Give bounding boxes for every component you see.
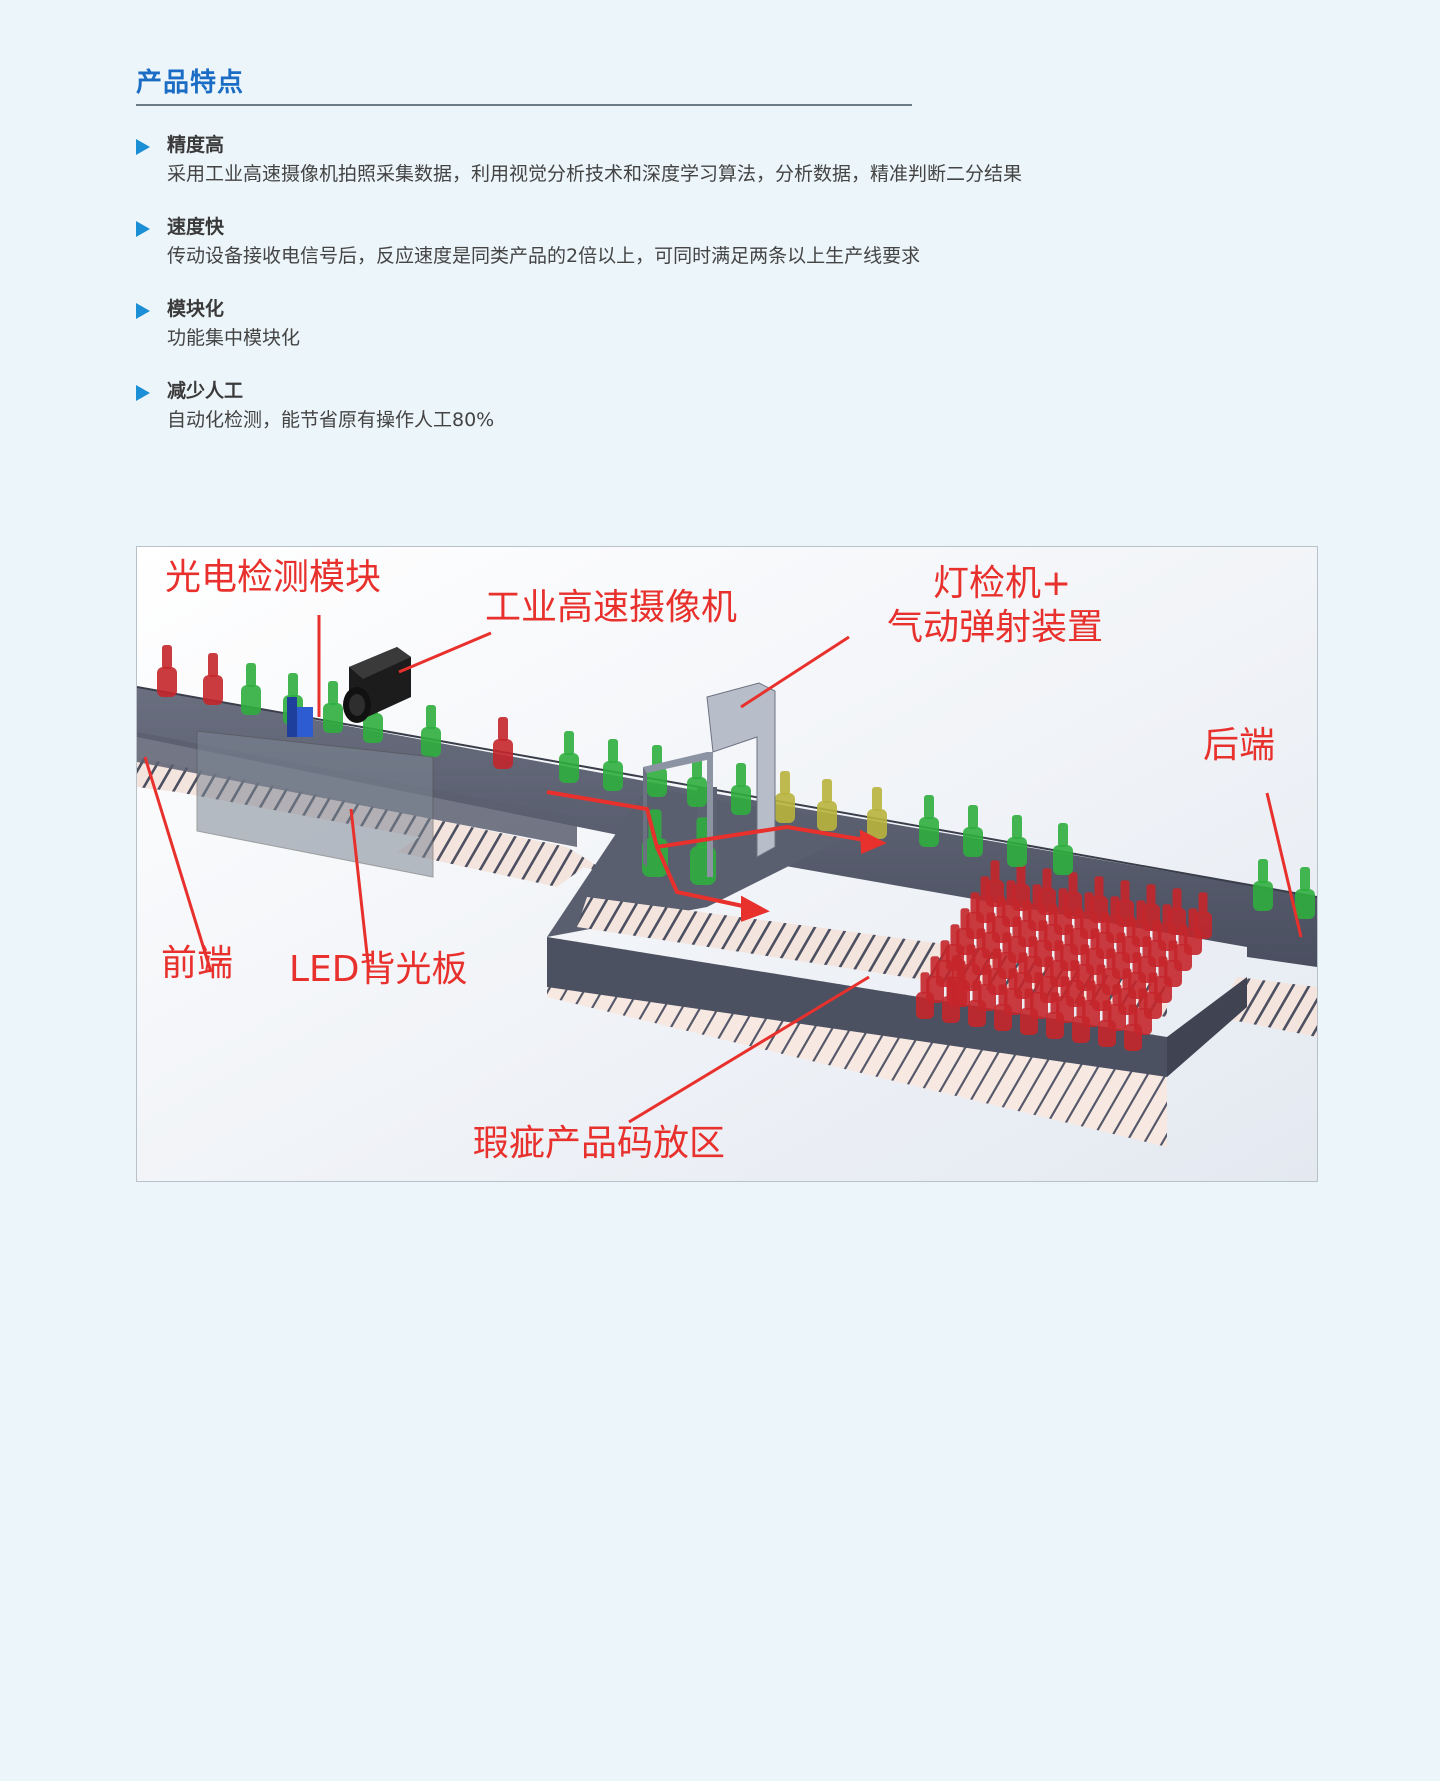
led-backlight-panel	[196, 730, 434, 878]
bottle	[1098, 1000, 1116, 1047]
feature-item-precision: 精度高 采用工业高速摄像机拍照采集数据，利用视觉分析技术和深度学习算法，分析数据…	[136, 131, 1236, 213]
feature-item-speed: 速度快 传动设备接收电信号后，反应速度是同类产品的2倍以上，可同时满足两条以上生…	[136, 213, 1236, 295]
bottle	[323, 681, 343, 733]
label-front-end: 前端	[161, 943, 233, 984]
bottle	[421, 705, 441, 757]
bottle	[157, 645, 177, 697]
rejected-bottle-cluster	[916, 860, 1212, 1051]
bottle	[1124, 1004, 1142, 1051]
feature-description: 自动化检测，能节省原有操作人工80%	[167, 409, 495, 431]
triangle-bullet-icon	[136, 139, 150, 155]
bottle	[731, 763, 751, 815]
callout-leaders	[143, 615, 1303, 1124]
feature-title: 精度高	[167, 134, 225, 156]
triangle-bullet-icon	[136, 385, 150, 401]
flow-arrows	[546, 790, 887, 922]
bottle	[203, 653, 223, 705]
feature-list: 精度高 采用工业高速摄像机拍照采集数据，利用视觉分析技术和深度学习算法，分析数据…	[136, 131, 1236, 459]
label-back-end: 后端	[1203, 725, 1275, 766]
triangle-bullet-icon	[136, 303, 150, 319]
bottle	[647, 745, 667, 797]
bottle	[1007, 815, 1027, 867]
bottle	[775, 771, 795, 823]
bottle	[493, 717, 513, 769]
bottle	[867, 787, 887, 839]
feature-description: 传动设备接收电信号后，反应速度是同类产品的2倍以上，可同时满足两条以上生产线要求	[167, 245, 921, 267]
feature-title: 模块化	[167, 298, 225, 320]
bottle	[817, 779, 837, 831]
feature-item-labor: 减少人工 自动化检测，能节省原有操作人工80%	[136, 377, 1236, 459]
bottle	[994, 984, 1012, 1031]
title-divider	[136, 104, 912, 106]
bottle	[1295, 867, 1315, 919]
bottle	[1253, 859, 1273, 911]
label-defect-zone: 瑕疵产品码放区	[473, 1123, 725, 1164]
bottle	[916, 972, 934, 1019]
feature-item-modular: 模块化 功能集中模块化	[136, 295, 1236, 377]
feature-description: 采用工业高速摄像机拍照采集数据，利用视觉分析技术和深度学习算法，分析数据，精准判…	[167, 163, 1023, 185]
label-camera: 工业高速摄像机	[485, 587, 737, 628]
feature-title: 减少人工	[167, 380, 244, 402]
bottle	[947, 955, 967, 1007]
bottle	[1072, 996, 1090, 1043]
feature-title: 速度快	[167, 216, 225, 238]
bottle	[241, 663, 261, 715]
bottle	[919, 795, 939, 847]
label-photo-module: 光电检测模块	[165, 557, 381, 598]
bottle	[1046, 992, 1064, 1039]
feature-description: 功能集中模块化	[167, 327, 301, 349]
bottle	[603, 739, 623, 791]
label-led-panel: LED背光板	[289, 949, 468, 990]
inspection-line-diagram: 光电检测模块 工业高速摄像机 灯检机+ 气动弹射装置 后端 前端 LED背光板 …	[136, 546, 1318, 1182]
bottle	[968, 980, 986, 1027]
lamp-inspection-ejector	[643, 682, 776, 877]
diagram-canvas: 光电检测模块 工业高速摄像机 灯检机+ 气动弹射装置 后端 前端 LED背光板 …	[137, 547, 1317, 1181]
triangle-bullet-icon	[136, 221, 150, 237]
label-lamp-line1: 灯检机+	[933, 563, 1071, 604]
bottle	[559, 731, 579, 783]
label-lamp-line2: 气动弹射装置	[887, 607, 1103, 648]
photo-sensor-module	[287, 697, 313, 737]
bottle	[963, 805, 983, 857]
bottle	[1053, 823, 1073, 875]
industrial-camera	[343, 647, 411, 723]
section-title: 产品特点	[136, 68, 245, 98]
bottle	[1020, 988, 1038, 1035]
